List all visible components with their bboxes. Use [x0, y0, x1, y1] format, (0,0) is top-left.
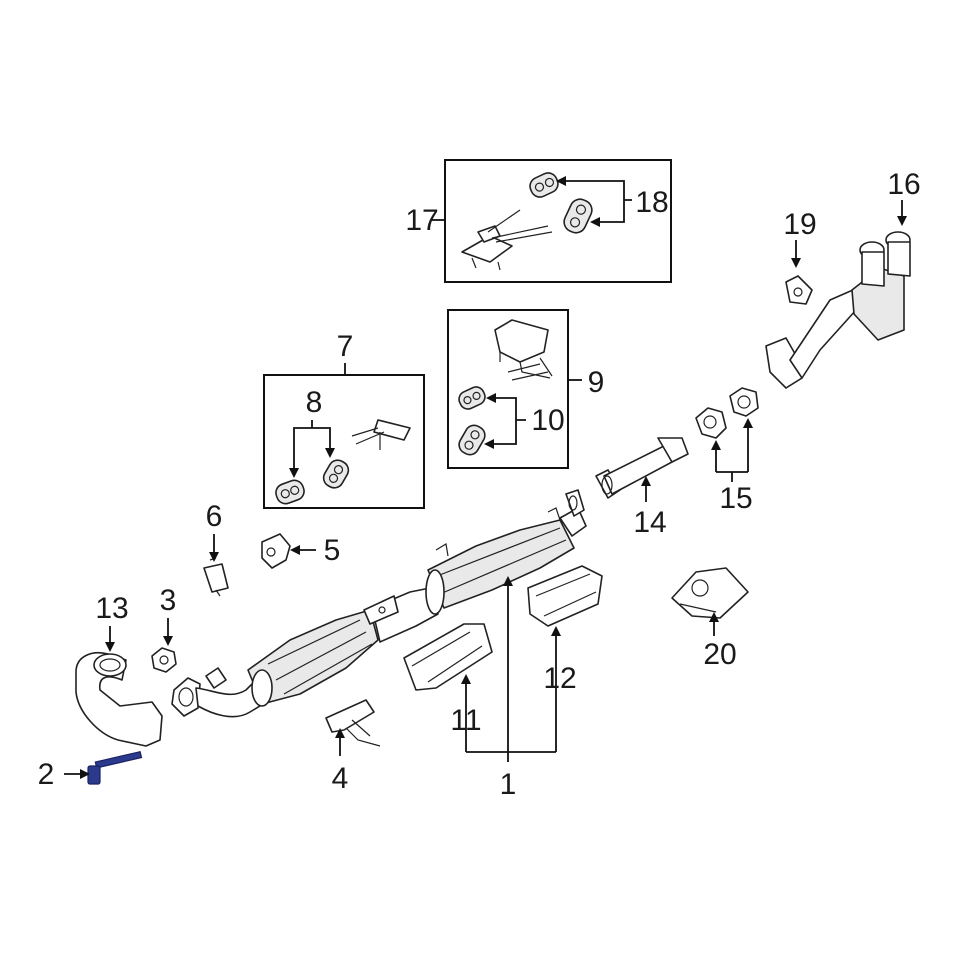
part-1-exhaust-assembly — [171, 489, 587, 718]
callout-6: 6 — [206, 500, 223, 533]
callout-14: 14 — [633, 506, 666, 539]
part-3-nut — [151, 647, 177, 673]
inset-box-17 — [444, 159, 672, 283]
part-6-clip — [203, 557, 229, 597]
callout-5: 5 — [324, 534, 341, 567]
part-18-insulators — [529, 172, 593, 234]
part-14-pipe — [595, 437, 689, 499]
part-16-muffler-assembly — [765, 231, 911, 389]
callout-16: 16 — [887, 168, 920, 201]
callout-12: 12 — [543, 662, 576, 695]
callout-9: 9 — [588, 366, 605, 399]
callout-10: 10 — [531, 404, 564, 437]
part-13-inlet-pipe — [75, 652, 163, 747]
callout-18: 18 — [635, 186, 668, 219]
callout-11: 11 — [450, 704, 481, 737]
inset-box-7 — [263, 374, 425, 509]
callout-7: 7 — [337, 330, 354, 363]
part-17-hanger-bracket — [461, 209, 553, 271]
part-8-insulators — [275, 459, 350, 505]
callout-15: 15 — [719, 482, 752, 515]
part-15-gaskets — [695, 387, 759, 439]
callout-4: 4 — [332, 762, 349, 795]
part-5-grommet — [261, 533, 291, 569]
part-7-hanger — [351, 419, 411, 450]
part-20-bracket — [671, 567, 749, 619]
part-2-bolt — [87, 751, 143, 785]
part-12-heat-shield — [527, 565, 603, 627]
callout-1: 1 — [500, 768, 517, 801]
part-11-heat-shield — [403, 623, 493, 691]
inset-box-9 — [447, 309, 569, 469]
callout-19: 19 — [783, 208, 816, 241]
callout-3: 3 — [160, 584, 177, 617]
part-4-bracket — [325, 699, 381, 747]
callout-13: 13 — [95, 592, 128, 625]
part-10-insulators — [458, 386, 486, 456]
callout-8: 8 — [306, 386, 323, 419]
callout-20: 20 — [703, 638, 736, 671]
part-9-hanger-bracket — [494, 319, 553, 381]
part-19-clamp — [785, 275, 813, 305]
callout-17: 17 — [405, 204, 438, 237]
callout-2: 2 — [38, 758, 55, 791]
